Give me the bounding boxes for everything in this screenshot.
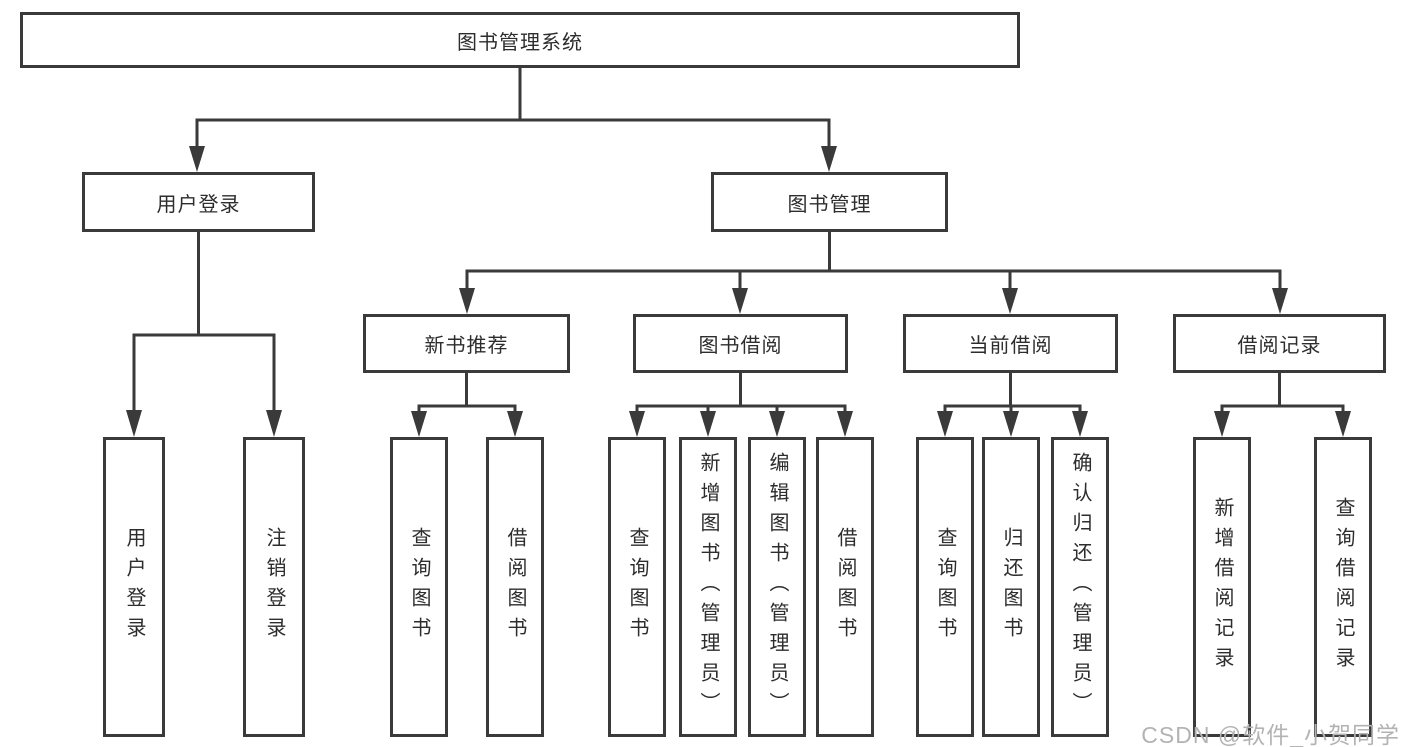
leaf-current-return-books: 归还图书 [982,437,1040,737]
node-user-login: 用户登录 [82,172,315,232]
leaf-newbook-borrow-books: 借阅图书 [486,437,544,737]
node-book-borrow-label: 图书借阅 [698,335,783,357]
leaf-newbook-query-books-label: 查询图书 [408,527,430,647]
leaf-current-confirm-return-admin-label: 确认归还（管理员） [1069,452,1091,722]
node-current-borrow: 当前借阅 [903,314,1118,373]
leaf-user-login: 用户登录 [103,437,165,737]
node-book-management: 图书管理 [711,172,948,232]
node-root-label: 图书管理系统 [457,31,583,54]
leaf-borrow-edit-books-admin-label: 编辑图书（管理员） [766,452,788,722]
leaf-newbook-query-books: 查询图书 [390,437,448,737]
node-current-borrow-label: 当前借阅 [968,335,1053,357]
leaf-record-query: 查询借阅记录 [1314,437,1372,737]
leaf-record-query-label: 查询借阅记录 [1332,497,1354,677]
node-user-login-label: 用户登录 [156,193,241,216]
leaf-current-query-books: 查询图书 [916,437,974,737]
leaf-borrow-query-books-label: 查询图书 [626,527,648,647]
csdn-watermark: CSDN @软件_小贺同学 [1141,722,1400,747]
leaf-borrow-add-books-admin-label: 新增图书（管理员） [697,452,719,722]
node-new-book-recommend-label: 新书推荐 [424,335,509,357]
leaf-current-confirm-return-admin: 确认归还（管理员） [1051,437,1109,737]
leaf-logout: 注销登录 [243,437,305,737]
node-borrow-record-label: 借阅记录 [1237,335,1322,357]
node-root: 图书管理系统 [20,12,1020,68]
node-borrow-record: 借阅记录 [1173,314,1386,373]
node-book-borrow: 图书借阅 [633,314,848,373]
leaf-record-add-label: 新增借阅记录 [1211,497,1233,677]
leaf-user-login-label: 用户登录 [123,527,145,647]
leaf-newbook-borrow-books-label: 借阅图书 [504,527,526,647]
leaf-borrow-borrow-books: 借阅图书 [816,437,874,737]
leaf-record-add: 新增借阅记录 [1193,437,1251,737]
leaf-borrow-add-books-admin: 新增图书（管理员） [679,437,737,737]
node-new-book-recommend: 新书推荐 [363,314,570,373]
leaf-current-query-books-label: 查询图书 [934,527,956,647]
node-book-management-label: 图书管理 [787,193,872,216]
leaf-logout-label: 注销登录 [263,527,285,647]
leaf-borrow-edit-books-admin: 编辑图书（管理员） [748,437,806,737]
leaf-borrow-query-books: 查询图书 [608,437,666,737]
leaf-borrow-borrow-books-label: 借阅图书 [834,527,856,647]
leaf-current-return-books-label: 归还图书 [1000,527,1022,647]
